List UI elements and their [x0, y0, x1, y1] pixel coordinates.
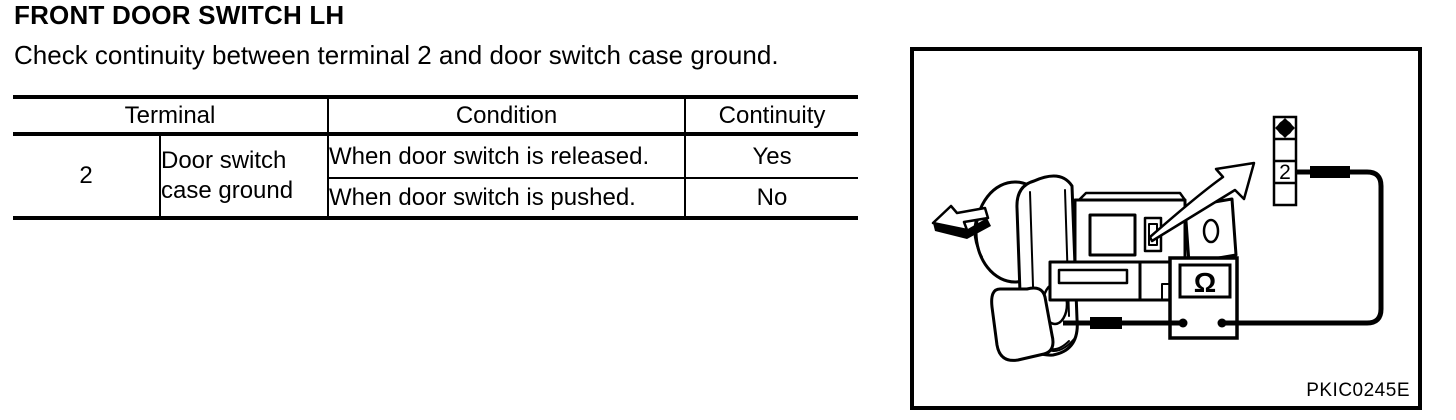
harness-connector: 2 — [1272, 115, 1298, 207]
probe-terminal-dot — [1178, 318, 1188, 328]
curved-arrow-icon — [1148, 161, 1256, 243]
instruction-text: Check continuity between terminal 2 and … — [14, 40, 779, 70]
condition-cell: When door switch is pushed. — [328, 178, 687, 218]
table-header-row: Terminal Condition Continuity — [13, 97, 859, 136]
door-switch-diagram: Ω 2 — [931, 115, 1384, 362]
probe-terminal-dot — [1217, 318, 1227, 328]
push-direction-arrow-icon — [931, 204, 991, 239]
condition-cell: When door switch is released. — [328, 134, 687, 179]
col-header-condition: Condition — [328, 97, 687, 136]
terminal-number-cell: 2 — [13, 134, 161, 218]
connector-terminal-label: 2 — [1279, 161, 1291, 184]
probe-wire-right — [1222, 169, 1384, 326]
continuity-cell: No — [756, 183, 788, 211]
continuity-cell: Yes — [685, 134, 859, 179]
col-header-continuity: Continuity — [685, 97, 859, 136]
ohmmeter: Ω — [1168, 256, 1239, 340]
table-row: 2 Door switch case ground When door swit… — [13, 134, 859, 218]
probe-wires — [1063, 166, 1384, 329]
col-header-terminal: Terminal — [13, 97, 330, 136]
ground-terminal-marker-icon — [1275, 118, 1295, 138]
table-row: When door switch is pushed. No — [13, 178, 858, 218]
diagram-frame: Ω 2 — [910, 47, 1422, 410]
page-title: FRONT DOOR SWITCH LH — [14, 0, 345, 30]
terminal-reference-cell: Door switch case ground — [160, 134, 330, 218]
continuity-table: Terminal Condition Continuity 2 Door swi… — [13, 95, 859, 220]
ohm-symbol: Ω — [1194, 267, 1216, 298]
figure-code: PKIC0245E — [1306, 380, 1410, 401]
